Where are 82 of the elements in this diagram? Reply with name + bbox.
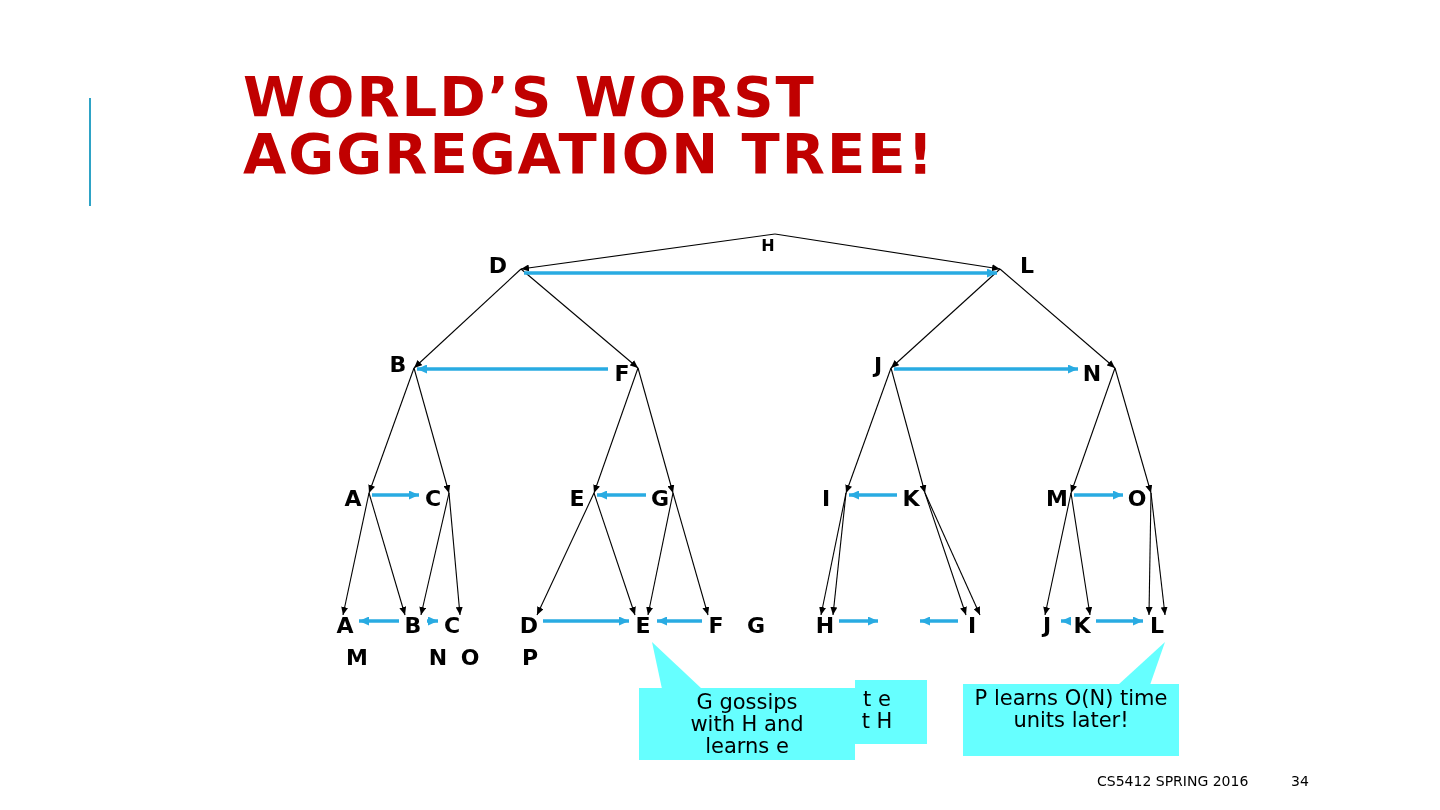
tree-arrow	[646, 492, 674, 616]
tree-arrow	[999, 268, 1116, 369]
tree-arrow	[593, 492, 636, 616]
gossip-arrow	[543, 616, 629, 626]
callout-text: G gossips with H and learns e	[689, 691, 805, 757]
page-number: 34	[1291, 772, 1309, 790]
tree-arrow	[830, 492, 847, 616]
tree-arrow	[924, 492, 967, 616]
gossip-arrow	[657, 616, 702, 626]
tree-arrow	[520, 268, 639, 369]
node-letter: O	[459, 647, 481, 669]
gossip-arrow	[894, 364, 1078, 374]
gossip-arrow	[417, 364, 608, 374]
callout-text: t e t H	[860, 688, 894, 732]
gossip-arrow	[427, 616, 438, 626]
node-letter: I	[815, 488, 846, 510]
tree-arrow	[536, 492, 595, 616]
node-letter: L	[1000, 255, 1038, 277]
tree-arrow	[1150, 492, 1168, 616]
tree-arrow	[845, 367, 892, 494]
tree-arrow	[520, 233, 776, 272]
tree-arrow	[341, 492, 370, 616]
gossip-arrow	[1061, 616, 1071, 626]
tree-arrow	[774, 233, 1001, 272]
gossip-arrow	[372, 490, 419, 500]
tree-arrow	[890, 268, 1001, 369]
tree-arrow	[1145, 492, 1153, 616]
node-letter: A	[342, 488, 369, 510]
node-letter: B	[387, 354, 414, 376]
node-letter: M	[346, 647, 368, 669]
node-letter: E	[632, 615, 654, 637]
node-letter: H	[757, 234, 779, 257]
gossip-arrow	[597, 490, 646, 500]
tree-arrow	[637, 367, 675, 494]
callout-text: P learns O(N) time units later!	[973, 687, 1169, 731]
node-letter: M	[1046, 488, 1071, 510]
node-letter: I	[961, 615, 983, 637]
node-letter: E	[566, 488, 594, 510]
tree-arrow	[413, 268, 522, 369]
node-letter: H	[814, 615, 836, 637]
node-letter: J	[1036, 615, 1058, 637]
gossip-arrow	[1096, 616, 1143, 626]
tree-arrow	[448, 492, 463, 616]
tree-arrow	[593, 367, 639, 494]
node-letter: O	[1126, 488, 1151, 510]
gossip-arrow	[849, 490, 897, 500]
node-letter: L	[1146, 615, 1168, 637]
node-letter: F	[611, 363, 638, 385]
gossip-arrow	[920, 616, 958, 626]
footer-text: CS5412 SPRING 2016	[1097, 772, 1249, 790]
tree-arrow	[368, 492, 407, 616]
tree-arrow	[924, 492, 981, 616]
node-letter: D	[518, 615, 540, 637]
tree-arrow	[419, 492, 450, 616]
tree-arrow	[1070, 492, 1093, 616]
node-letter: J	[867, 355, 891, 377]
node-letter: N	[427, 647, 449, 669]
node-letter: D	[487, 255, 521, 277]
node-letter: K	[900, 488, 925, 510]
tree-arrow	[1043, 492, 1072, 616]
callout-bubble	[855, 680, 927, 744]
node-letter: F	[705, 615, 727, 637]
node-letter: B	[402, 615, 424, 637]
tree-arrow	[413, 367, 451, 494]
gossip-arrow	[359, 616, 399, 626]
gossip-arrow	[839, 616, 878, 626]
slide-title: WORLD’S WORST AGGREGATION TREE!	[243, 68, 936, 182]
node-letter: P	[519, 647, 541, 669]
node-letter: C	[422, 488, 449, 510]
gossip-arrow	[1074, 490, 1123, 500]
gossip-arrow	[524, 268, 997, 278]
tree-arrow	[1070, 367, 1116, 494]
node-letter: G	[649, 488, 673, 510]
node-letter: C	[441, 615, 463, 637]
node-letter: N	[1081, 363, 1115, 385]
node-letter: G	[745, 615, 767, 637]
node-letter: A	[334, 615, 356, 637]
tree-arrow	[368, 367, 415, 494]
tree-arrow	[672, 492, 710, 616]
tree-arrow	[890, 367, 927, 494]
node-letter: K	[1071, 615, 1093, 637]
tree-arrow	[1114, 367, 1153, 494]
